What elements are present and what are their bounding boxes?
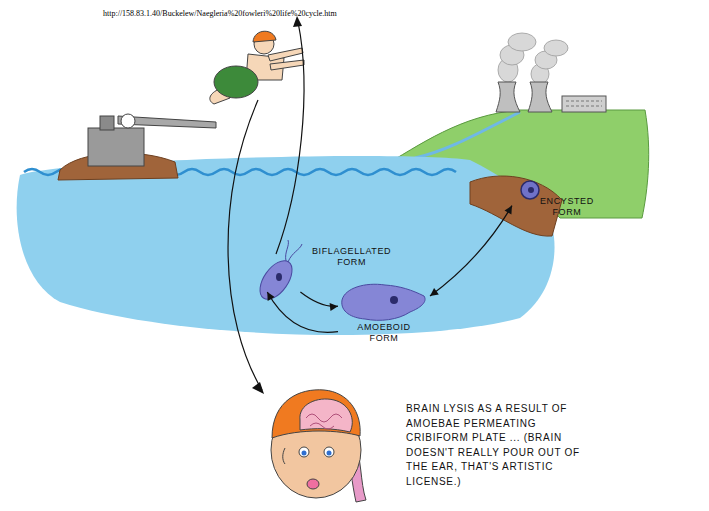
arrowhead — [267, 292, 274, 301]
infected-head — [306, 414, 342, 429]
diving-board — [121, 114, 135, 128]
infected-head — [272, 390, 360, 438]
stage-label: ENCYSTED FORM — [540, 196, 594, 219]
biflagellated-organism — [288, 244, 302, 262]
source-url: http://158.83.1.40/Buckelew/Naegleria%20… — [103, 9, 337, 18]
biflagellated-organism — [254, 255, 299, 305]
smoke-plume — [498, 33, 568, 84]
life-stage: BIFLAGELLATED FORM — [250, 246, 394, 292]
power-plant — [562, 96, 606, 112]
amoeboid-organism — [342, 284, 425, 320]
infected-head — [307, 479, 319, 489]
cyst — [521, 181, 539, 199]
note-text: BRAIN LYSIS AS A RESULT OF AMOEBAE PERME… — [406, 402, 600, 489]
infected-head — [300, 399, 352, 432]
arrow-line — [430, 206, 512, 296]
amoeboid-organism — [342, 284, 425, 320]
infection-arrow — [228, 100, 262, 390]
mud-bank — [470, 176, 562, 236]
diving-board — [88, 114, 216, 166]
arrowhead — [252, 382, 264, 394]
infected-head — [324, 447, 334, 457]
power-plant — [496, 82, 520, 112]
infected-head — [299, 447, 309, 457]
stage-label: AMOEBOID FORM — [357, 322, 410, 345]
swimmer — [210, 31, 304, 104]
smoke-plume — [508, 33, 536, 51]
amoeboid-organism — [390, 296, 398, 304]
cyst — [528, 187, 534, 193]
biflagellated-organism — [276, 273, 282, 281]
cyst — [521, 181, 539, 199]
arrowhead — [252, 16, 302, 394]
stage-label: BIFLAGELLATED FORM — [312, 246, 391, 269]
infected-head — [283, 448, 285, 464]
swimmer — [214, 66, 258, 98]
power-plant — [566, 106, 602, 107]
swimmer — [270, 60, 304, 70]
arrowhead — [430, 288, 439, 296]
infected-head — [271, 390, 366, 502]
swimmer — [268, 48, 303, 61]
infection-arrow — [228, 22, 304, 390]
diving-board — [88, 128, 144, 166]
infected-head — [327, 451, 332, 456]
life-stage: ENCYSTED FORM — [512, 178, 598, 224]
arrowhead — [330, 303, 338, 311]
cycle-arrow — [430, 206, 512, 296]
swimmer — [253, 31, 276, 42]
power-plant — [496, 82, 606, 112]
infected-head — [302, 451, 307, 456]
diving-board — [100, 116, 114, 130]
arrowhead — [505, 206, 512, 215]
arrow-line — [267, 292, 338, 332]
power-plant — [566, 101, 602, 102]
stream — [415, 112, 520, 158]
cycle-arrow — [267, 292, 338, 332]
life-stage: AMOEBOID FORM — [338, 296, 430, 347]
cycle-arrow — [300, 292, 338, 311]
smoke-plume — [544, 40, 568, 56]
note-box: BRAIN LYSIS AS A RESULT OF AMOEBAE PERME… — [406, 402, 600, 491]
power-plant — [528, 82, 552, 112]
biflagellated-organism — [286, 240, 289, 261]
infection-arrow — [276, 22, 304, 254]
